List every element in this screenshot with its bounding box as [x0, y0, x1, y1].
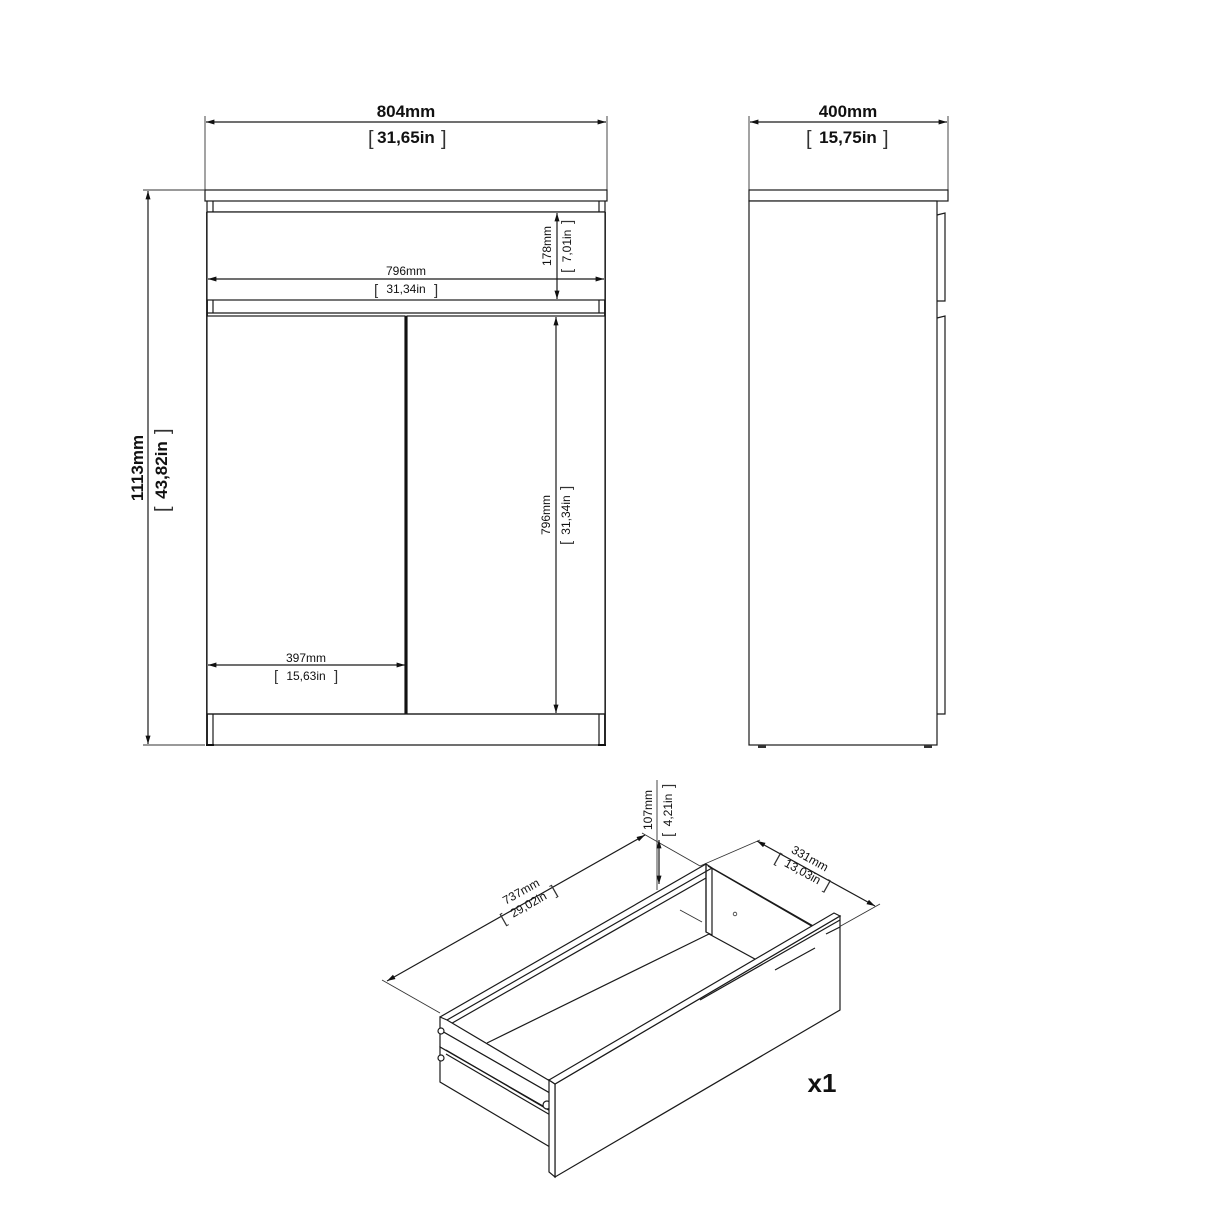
svg-text:[: [ — [660, 832, 677, 837]
svg-text:]: ] — [434, 282, 438, 299]
svg-text:[: [ — [806, 128, 812, 150]
svg-text:]: ] — [441, 128, 447, 150]
svg-text:[: [ — [274, 668, 279, 685]
svg-text:[: [ — [772, 850, 785, 867]
depth-in: 15,75in — [819, 128, 877, 147]
overall-height-mm: 1113mm — [128, 435, 147, 501]
svg-text:]: ] — [152, 428, 174, 434]
side-view: 400mm [ 15,75in ] — [748, 102, 949, 748]
overall-width-in: 31,65in — [377, 128, 435, 147]
svg-text:[: [ — [368, 128, 374, 150]
drawer-isometric: 737mm [ 29,02in ] 107mm [ 4,21in ] 331mm… — [381, 780, 881, 1179]
overall-width-mm: 804mm — [377, 102, 436, 121]
svg-text:]: ] — [558, 486, 575, 490]
drawer-quantity: x1 — [808, 1068, 837, 1098]
svg-text:]: ] — [883, 128, 889, 150]
drawer-width-in: 31,34in — [386, 282, 425, 296]
door-height-mm: 796mm — [539, 495, 553, 535]
front-view: 804mm [ 31,65in ] — [128, 102, 608, 746]
svg-text:]: ] — [660, 784, 677, 788]
svg-text:[: [ — [152, 506, 174, 512]
drawer-height-mm: 178mm — [540, 226, 554, 266]
drawer-width-mm: 796mm — [386, 264, 426, 278]
depth-mm: 400mm — [819, 102, 878, 121]
svg-text:]: ] — [559, 220, 576, 224]
svg-text:[: [ — [374, 282, 379, 299]
svg-text:[: [ — [559, 268, 576, 273]
door-height-in: 31,34in — [559, 495, 573, 534]
door-width-mm: 397mm — [286, 651, 326, 665]
svg-text:]: ] — [821, 877, 833, 894]
drawer-height-in: 7,01in — [560, 230, 574, 263]
svg-text:[: [ — [558, 540, 575, 545]
overall-height-in: 43,82in — [152, 441, 171, 499]
drawer-height-iso-mm: 107mm — [641, 790, 655, 830]
svg-text:]: ] — [334, 668, 338, 685]
door-width-in: 15,63in — [286, 669, 325, 683]
drawer-height-iso-in: 4,21in — [661, 794, 675, 827]
